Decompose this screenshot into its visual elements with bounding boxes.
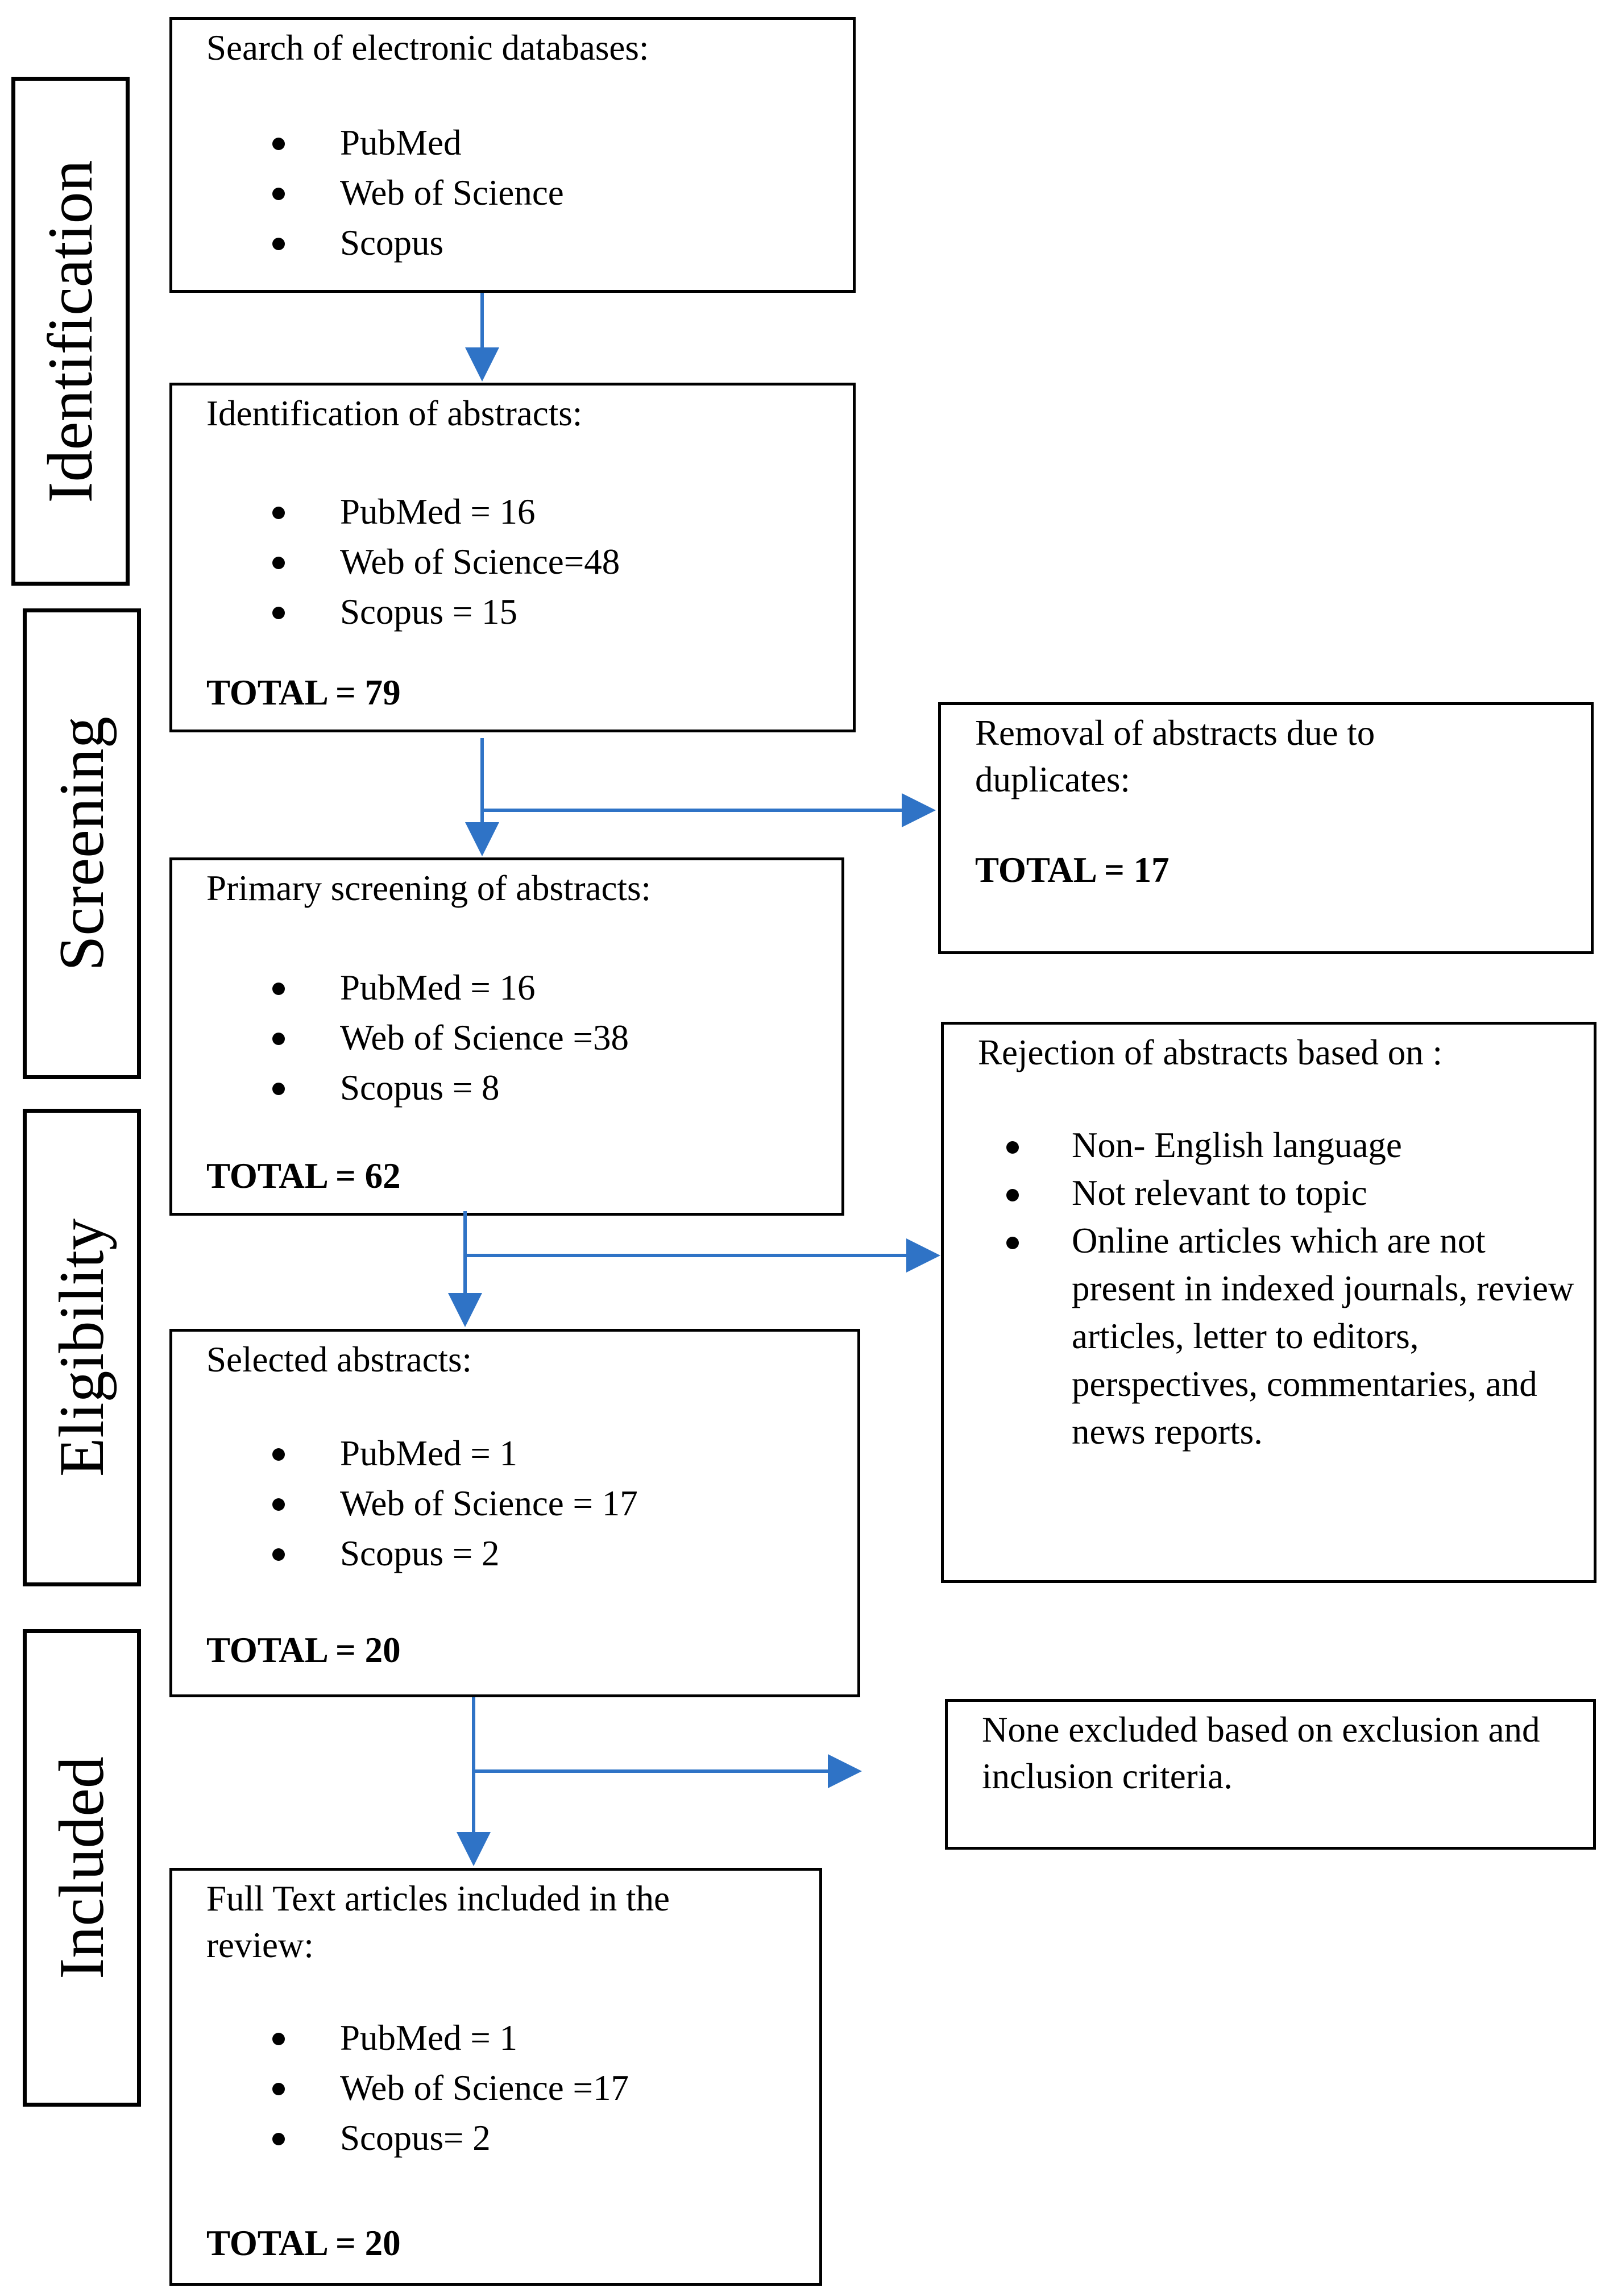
primary-screening-total: TOTAL = 62 <box>206 1156 401 1196</box>
search-heading: Search of electronic databases: <box>206 28 649 68</box>
bullet-icon <box>272 238 285 250</box>
stage-eligibility: Eligibility <box>23 1109 141 1586</box>
fulltext-included-box: Full Text articles included in the revie… <box>169 1868 822 2286</box>
list-item: PubMed = 16 <box>172 963 629 1013</box>
rejection-heading: Rejection of abstracts based on : <box>978 1033 1443 1072</box>
bullet-icon <box>272 607 285 619</box>
bullet-icon <box>272 138 285 150</box>
list-item: Web of Science = 17 <box>172 1478 638 1528</box>
stage-identification: Identification <box>11 77 130 586</box>
stage-screening: Screening <box>23 608 141 1079</box>
bullet-icon <box>272 1498 285 1511</box>
identification-list: PubMed = 16 Web of Science=48 Scopus = 1… <box>172 487 620 637</box>
bullet-icon <box>1006 1237 1019 1249</box>
bullet-icon <box>1006 1189 1019 1201</box>
list-item: PubMed <box>172 118 564 168</box>
list-item: Web of Science =17 <box>172 2063 629 2113</box>
list-item: Not relevant to topic <box>944 1169 1586 1217</box>
fulltext-list: PubMed = 1 Web of Science =17 Scopus= 2 <box>172 2013 629 2163</box>
bullet-icon <box>272 1083 285 1095</box>
fulltext-total: TOTAL = 20 <box>206 2223 401 2263</box>
duplicates-removal-box: Removal of abstracts due to duplicates: … <box>938 702 1594 954</box>
search-database-list: PubMed Web of Science Scopus <box>172 118 564 268</box>
list-item: Scopus= 2 <box>172 2113 629 2163</box>
bullet-icon <box>272 188 285 200</box>
bullet-icon <box>1006 1141 1019 1154</box>
stage-included: Included <box>23 1629 141 2107</box>
list-item: Scopus = 15 <box>172 587 620 637</box>
bullet-icon <box>272 983 285 995</box>
identification-box: Identification of abstracts: PubMed = 16… <box>169 383 856 732</box>
primary-screening-heading: Primary screening of abstracts: <box>206 868 651 908</box>
selected-list: PubMed = 1 Web of Science = 17 Scopus = … <box>172 1428 638 1578</box>
rejection-box: Rejection of abstracts based on : Non- E… <box>941 1022 1596 1583</box>
list-item: Web of Science=48 <box>172 537 620 587</box>
none-excluded-text: None excluded based on exclusion and inc… <box>982 1710 1540 1796</box>
rejection-criteria-list: Non- English language Not relevant to to… <box>944 1121 1586 1456</box>
identification-heading: Identification of abstracts: <box>206 393 583 433</box>
bullet-icon <box>272 1033 285 1045</box>
list-item: Scopus = 8 <box>172 1063 629 1113</box>
search-databases-box: Search of electronic databases: PubMed W… <box>169 17 856 293</box>
selected-heading: Selected abstracts: <box>206 1340 472 1379</box>
list-item: PubMed = 1 <box>172 1428 638 1478</box>
bullet-icon <box>272 2033 285 2045</box>
list-item: Non- English language <box>944 1121 1586 1169</box>
bullet-icon <box>272 507 285 519</box>
fulltext-heading: Full Text articles included in the revie… <box>206 1879 670 1965</box>
list-item: Online articles which are not present in… <box>944 1217 1586 1456</box>
selected-abstracts-box: Selected abstracts: PubMed = 1 Web of Sc… <box>169 1329 860 1697</box>
list-item: Web of Science <box>172 168 564 218</box>
bullet-icon <box>272 1448 285 1461</box>
duplicates-total: TOTAL = 17 <box>975 850 1170 890</box>
list-item: PubMed = 1 <box>172 2013 629 2063</box>
bullet-icon <box>272 2133 285 2145</box>
list-item: Scopus = 2 <box>172 1528 638 1578</box>
identification-total: TOTAL = 79 <box>206 673 401 712</box>
bullet-icon <box>272 1548 285 1561</box>
selected-total: TOTAL = 20 <box>206 1630 401 1670</box>
none-excluded-box: None excluded based on exclusion and inc… <box>945 1699 1596 1850</box>
list-item: Scopus <box>172 218 564 268</box>
list-item: PubMed = 16 <box>172 487 620 537</box>
list-item: Web of Science =38 <box>172 1013 629 1063</box>
duplicates-heading: Removal of abstracts due to duplicates: <box>975 713 1375 799</box>
primary-screening-list: PubMed = 16 Web of Science =38 Scopus = … <box>172 963 629 1113</box>
bullet-icon <box>272 2083 285 2095</box>
bullet-icon <box>272 557 285 569</box>
primary-screening-box: Primary screening of abstracts: PubMed =… <box>169 857 844 1216</box>
